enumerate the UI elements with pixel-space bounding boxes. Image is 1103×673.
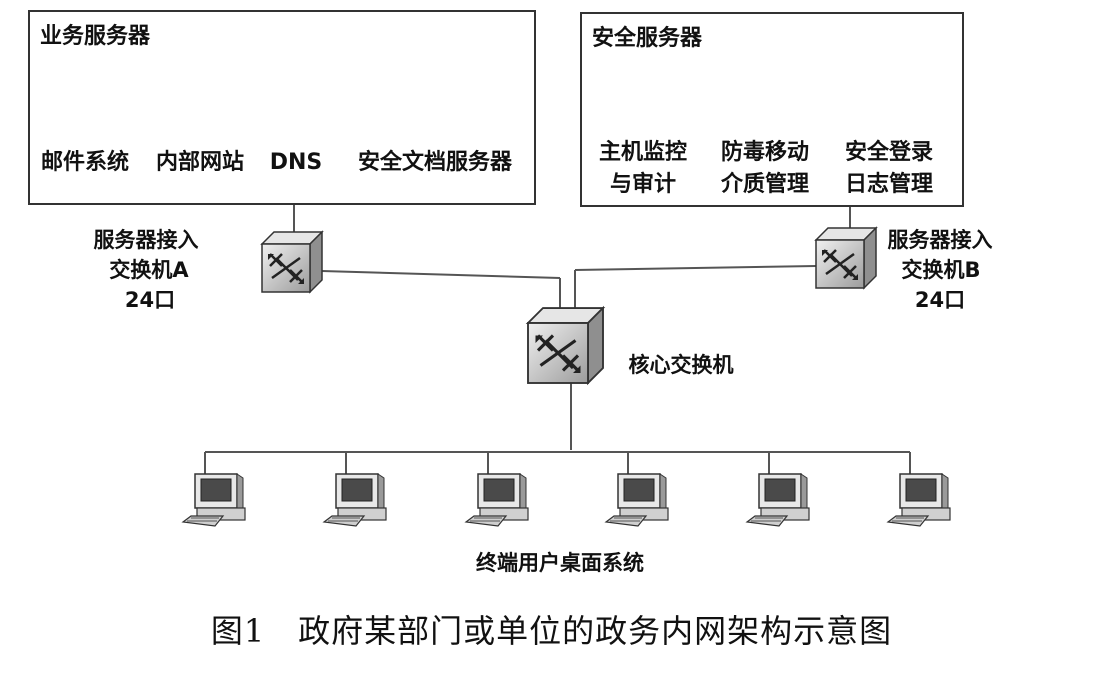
core-switch-icon — [526, 306, 605, 385]
switch-a-label-line3: 24口 — [124, 288, 176, 312]
intranet-site-label: 内部网站 — [155, 150, 244, 175]
switch-a-label-line2: 交换机A — [109, 258, 189, 282]
mail-system-label: 邮件系统 — [40, 150, 129, 175]
business-server-group: 业务服务器 — [28, 10, 536, 205]
switch-b-label-line3: 24口 — [914, 288, 966, 312]
host-monitor-label-line2: 与审计 — [609, 172, 676, 197]
terminal-pc-icon — [323, 473, 387, 527]
login-log-label-line1: 安全登录 — [844, 140, 933, 165]
terminal-pc-icon — [887, 473, 951, 527]
host-monitor-label-line1: 主机监控 — [598, 140, 687, 165]
security-group-title: 安全服务器 — [592, 26, 703, 51]
terminal-system-label: 终端用户桌面系统 — [476, 551, 644, 575]
secure-document-server-label: 安全文档服务器 — [357, 150, 512, 175]
terminal-pc-icon — [465, 473, 529, 527]
business-group-title: 业务服务器 — [40, 24, 151, 49]
figure-caption: 图1 政府某部门或单位的政务内网架构示意图 — [210, 612, 893, 650]
switch-a-label-line1: 服务器接入 — [93, 228, 199, 252]
antivirus-label-line1: 防毒移动 — [720, 140, 809, 165]
switch-a-icon — [260, 230, 324, 294]
security-server-group: 安全服务器 — [580, 12, 964, 207]
switch-b-label-line2: 交换机B — [901, 258, 981, 282]
connection-lines — [204, 205, 911, 474]
switch-b-icon — [814, 226, 878, 290]
core-switch-label: 核心交换机 — [628, 353, 734, 377]
terminal-pc-icon — [182, 473, 246, 527]
dns-label: DNS — [269, 150, 323, 175]
login-log-label-line2: 日志管理 — [844, 172, 933, 197]
antivirus-label-line2: 介质管理 — [720, 172, 809, 197]
terminal-pc-icon — [605, 473, 669, 527]
terminal-pc-icon — [746, 473, 810, 527]
switch-b-label-line1: 服务器接入 — [887, 228, 993, 252]
